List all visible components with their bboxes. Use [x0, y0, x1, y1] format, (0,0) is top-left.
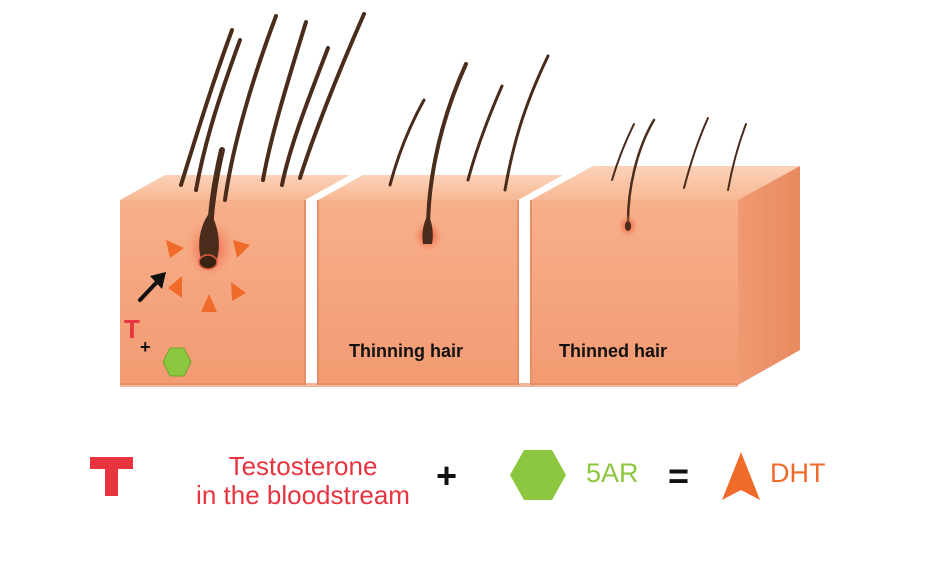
testosterone-t-icon — [90, 457, 133, 496]
5ar-hexagon-icon — [510, 450, 566, 500]
legend-5ar-text: 5AR — [586, 458, 639, 488]
legend-testosterone-text: Testosterone in the bloodstream — [168, 452, 438, 510]
legend-testosterone-line2: in the bloodstream — [196, 480, 410, 510]
follicle-thinned — [617, 214, 639, 238]
skin-blocks — [120, 166, 800, 387]
conversion-arrow-icon — [138, 272, 166, 302]
skin-block-thinning — [317, 175, 563, 385]
dht-arrow-icon — [233, 240, 250, 258]
testosterone-marker: T + — [124, 314, 192, 377]
skin-block-thinned — [530, 166, 800, 385]
follicle-thinning — [412, 214, 444, 254]
dht-arrow-icon — [201, 294, 217, 312]
testosterone-letter: T — [124, 314, 140, 344]
hair-strands-thinned — [611, 117, 747, 224]
thinned-hair-label: Thinned hair — [559, 341, 667, 361]
skin-block-healthy — [120, 175, 350, 385]
legend-shapes: + = — [90, 450, 760, 500]
follicle-healthy — [184, 212, 236, 280]
dht-arrow-icon — [166, 240, 184, 258]
dht-triangle-icon — [722, 452, 760, 500]
dht-molecules-around-follicle — [166, 240, 250, 312]
legend-equals-sign: = — [668, 455, 689, 496]
enzyme-hexagon-icon — [162, 347, 192, 377]
thinning-hair-label: Thinning hair — [349, 341, 463, 361]
hair-strands-thick — [179, 12, 366, 243]
marker-plus-sign: + — [140, 337, 151, 357]
legend-dht-text: DHT — [770, 458, 826, 488]
legend-plus-sign: + — [436, 455, 457, 496]
dht-arrow-icon — [168, 276, 182, 298]
legend-testosterone-line1: Testosterone — [228, 451, 378, 481]
dht-arrow-icon — [231, 282, 246, 301]
